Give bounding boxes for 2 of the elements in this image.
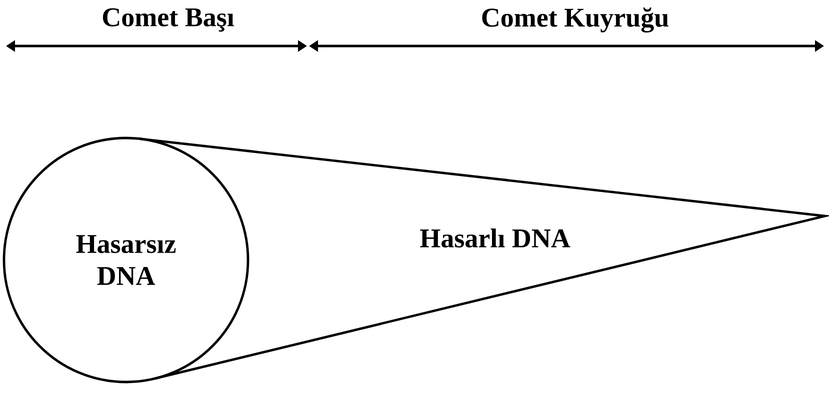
dimension-label: Comet Kuyruğu bbox=[482, 8, 668, 32]
dimension-label: Comet Başı bbox=[102, 8, 234, 32]
